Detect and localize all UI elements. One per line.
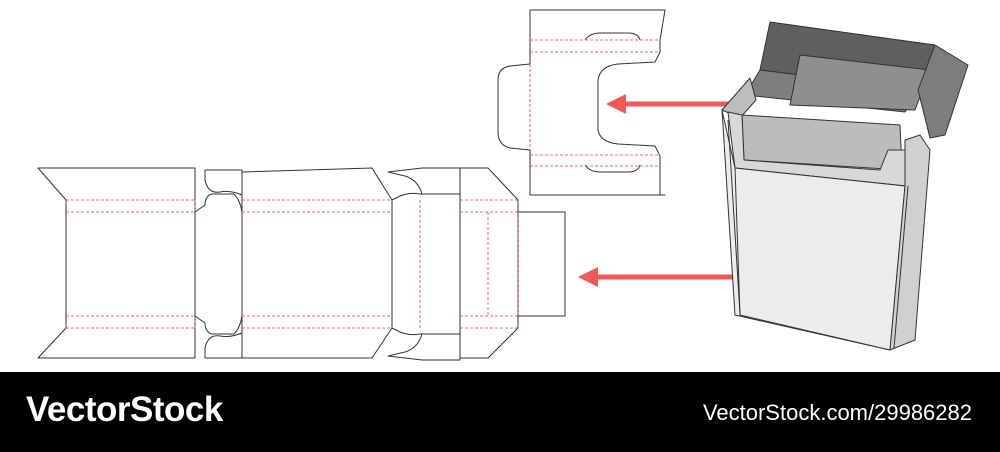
box-3d-illustration	[721, 21, 969, 351]
footer-bar: VectorStock VectorStock.com/29986282	[0, 372, 1000, 452]
box-lid-inner	[789, 54, 931, 111]
main-dieline	[37, 167, 566, 361]
main-side-tab-top-1	[204, 169, 243, 196]
main-back-panel	[459, 167, 519, 359]
brand-logo-text: VectorStock	[26, 390, 223, 429]
main-side-tab-bottom-1	[204, 332, 243, 359]
lid-dieline	[497, 9, 666, 196]
main-side-panel-2	[391, 192, 461, 336]
main-side-panel-1	[194, 193, 243, 335]
lid-dieline-outline	[497, 9, 666, 196]
lid-top-notch	[584, 32, 641, 41]
arrow-body-icon	[578, 267, 750, 287]
main-left-panel	[37, 167, 196, 359]
main-glue-flap	[517, 211, 566, 317]
stock-id-link[interactable]: VectorStock.com/29986282	[702, 400, 972, 425]
main-side-tab-top-2	[387, 167, 461, 195]
box-tuck-flap	[721, 77, 757, 119]
box-right-face	[889, 134, 931, 351]
arrow-lid-icon	[606, 94, 740, 114]
diagram-canvas	[37, 9, 969, 361]
main-side-tab-bottom-2	[387, 333, 461, 361]
box-lid-side	[917, 44, 969, 139]
main-front-panel	[241, 167, 393, 359]
lid-bottom-notch	[584, 164, 641, 173]
